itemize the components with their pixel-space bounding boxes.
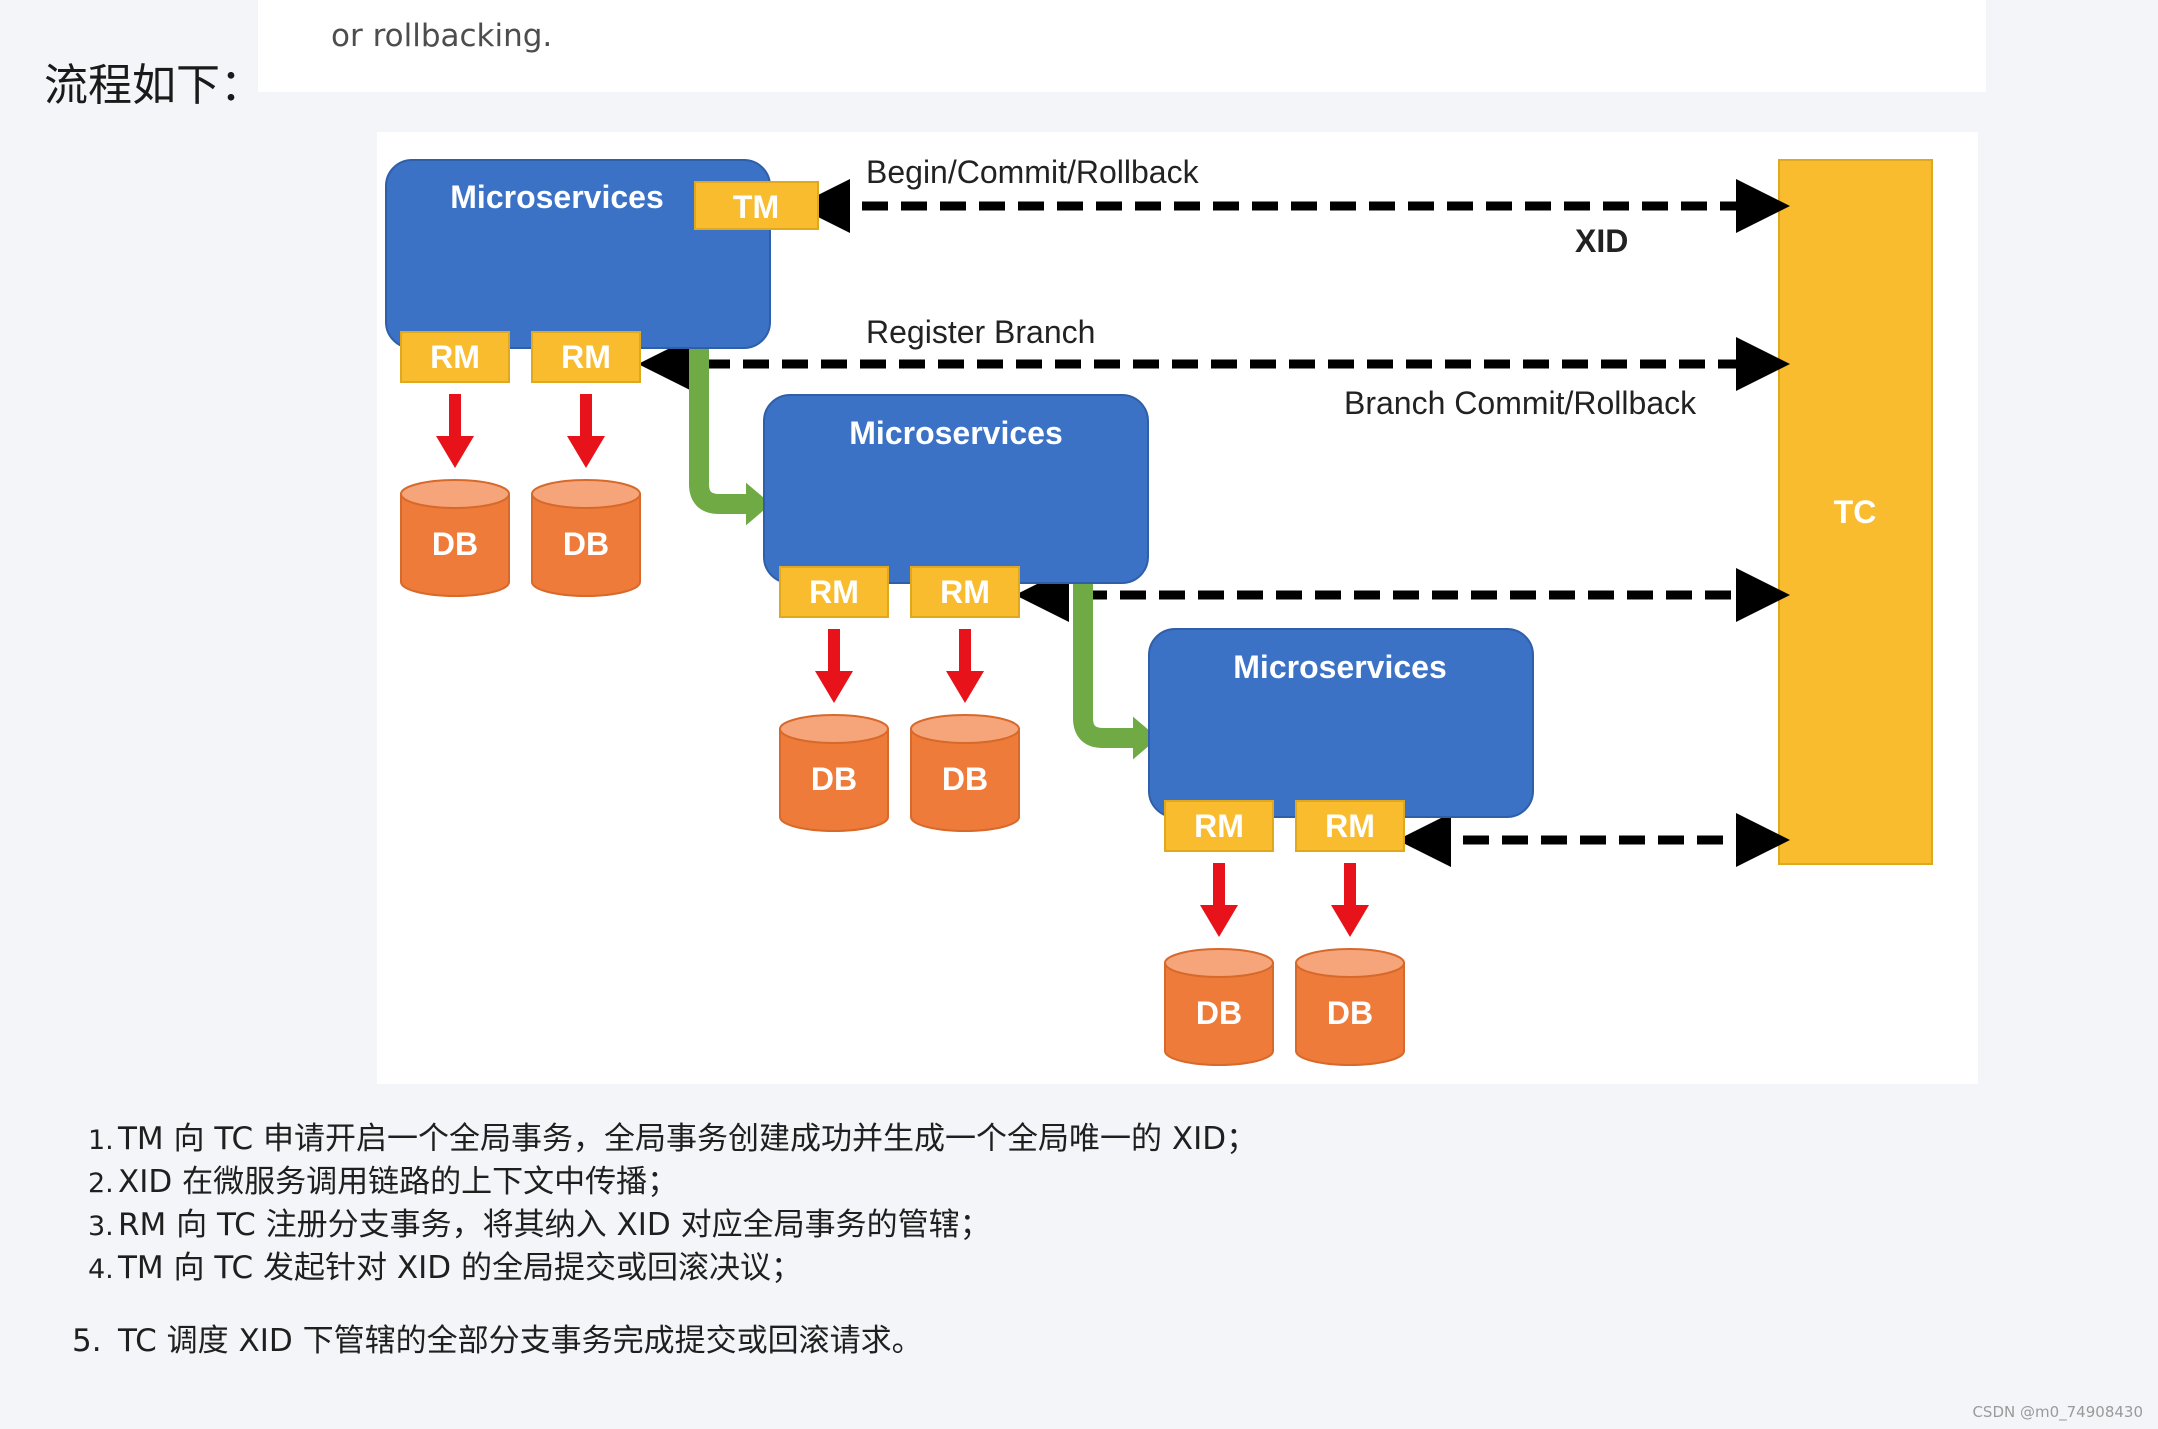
db-cylinder: DB — [779, 714, 889, 832]
rm-box — [910, 566, 1020, 618]
step-item: 2.XID 在微服务调用链路的上下文中传播； — [88, 1164, 679, 1200]
tm-label: TM — [733, 189, 779, 225]
rm-box — [400, 331, 510, 383]
section-heading: 流程如下： — [44, 60, 264, 111]
register-label: Register Branch — [866, 314, 1095, 350]
rm-label: RM — [561, 339, 611, 375]
step-text: RM 向 TC 注册分支事务，将其纳入 XID 对应全局事务的管辖； — [118, 1207, 991, 1243]
rm-label: RM — [809, 574, 859, 610]
db-cylinder: DB — [531, 479, 641, 597]
down-arrow-icon — [567, 436, 605, 468]
flow-arrow-2 — [1073, 567, 1139, 748]
db-label: DB — [811, 761, 857, 797]
step-item: 4.TM 向 TC 发起针对 XID 的全局提交或回滚决议； — [88, 1250, 802, 1286]
down-arrow-icon — [946, 671, 984, 703]
service-group-3: Microservices RM RM DB DB — [1148, 628, 1534, 1066]
step-item: 3.RM 向 TC 注册分支事务，将其纳入 XID 对应全局事务的管辖； — [88, 1207, 991, 1243]
db-label: DB — [942, 761, 988, 797]
step-text: XID 在微服务调用链路的上下文中传播； — [118, 1164, 679, 1200]
branch-label: Branch Commit/Rollback — [1344, 385, 1697, 421]
begin-label: Begin/Commit/Rollback — [866, 154, 1200, 190]
rm-box — [779, 566, 889, 618]
down-arrow-icon — [1331, 905, 1369, 937]
steps-list: 1.TM 向 TC 申请开启一个全局事务，全局事务创建成功并生成一个全局唯一的 … — [88, 1118, 1257, 1290]
quote-text: or rollbacking. — [331, 18, 553, 54]
tc-box: TC — [1778, 159, 1933, 865]
db-label: DB — [1327, 995, 1373, 1031]
xid-label: XID — [1575, 223, 1628, 259]
flow-arrows — [689, 332, 1139, 748]
tm-box — [694, 181, 819, 230]
quote-block — [258, 0, 1986, 92]
down-arrow-icon — [436, 436, 474, 468]
tc-arrows — [638, 179, 1790, 867]
rm-label: RM — [1194, 808, 1244, 844]
db-label: DB — [432, 526, 478, 562]
microservice-label: Microservices — [450, 179, 663, 215]
tc-label: TC — [1834, 494, 1877, 530]
db-cylinder: DB — [400, 479, 510, 597]
service-group-1: Microservices TM RM RM DB DB — [385, 159, 819, 597]
rm-label: RM — [940, 574, 990, 610]
flow-arrow-1 — [689, 332, 752, 514]
step-text: TM 向 TC 申请开启一个全局事务，全局事务创建成功并生成一个全局唯一的 XI… — [118, 1121, 1258, 1157]
rm-label: RM — [430, 339, 480, 375]
db-label: DB — [1196, 995, 1242, 1031]
down-arrow-icon — [815, 671, 853, 703]
csdn-watermark: CSDN @m0_74908430 — [1972, 1403, 2143, 1421]
microservice-label: Microservices — [1233, 649, 1446, 685]
step-5-text: TC 调度 XID 下管辖的全部分支事务完成提交或回滚请求。 — [118, 1323, 923, 1359]
rm-box — [1295, 800, 1405, 852]
service-group-2: Microservices RM RM DB DB — [763, 394, 1149, 832]
db-cylinder: DB — [1164, 948, 1274, 1066]
step-text: TM 向 TC 发起针对 XID 的全局提交或回滚决议； — [118, 1250, 802, 1286]
step-item: 1.TM 向 TC 申请开启一个全局事务，全局事务创建成功并生成一个全局唯一的 … — [88, 1121, 1258, 1157]
rm-label: RM — [1325, 808, 1375, 844]
db-cylinder: DB — [910, 714, 1020, 832]
down-arrow-icon — [1200, 905, 1238, 937]
db-label: DB — [563, 526, 609, 562]
seata-flow-diagram: TC Begin/Commit/Rollback XID Register Br… — [377, 132, 1978, 1084]
rm-box — [1164, 800, 1274, 852]
db-cylinder: DB — [1295, 948, 1405, 1066]
step-5: 5.TC 调度 XID 下管辖的全部分支事务完成提交或回滚请求。 — [72, 1323, 923, 1359]
rm-box — [531, 331, 641, 383]
microservice-label: Microservices — [849, 415, 1062, 451]
